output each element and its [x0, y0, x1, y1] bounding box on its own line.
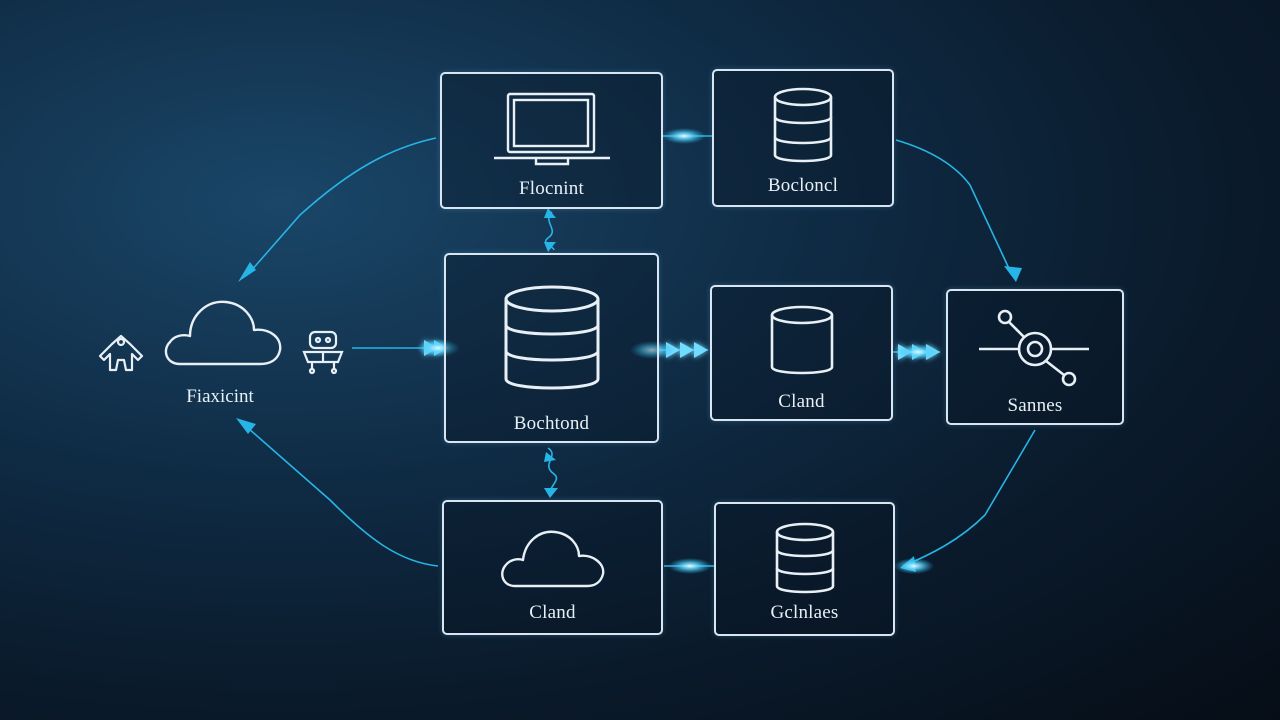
chevron-backend-cloud-2 — [680, 342, 694, 358]
services-label: Sannes — [1007, 395, 1063, 416]
backend-center-node[interactable]: Bochtond — [444, 253, 659, 443]
cloud-center-node[interactable]: Cland — [710, 285, 893, 421]
frontend-label: Flocnint — [519, 178, 584, 199]
glow-spot — [668, 558, 712, 574]
robot-icon — [298, 326, 348, 376]
monitor-icon — [442, 90, 661, 166]
arrowhead-cloud-bottom-up — [544, 488, 558, 498]
network-node-icon — [948, 305, 1122, 389]
backend-top-label: Bocloncl — [767, 175, 839, 196]
cylinder-icon — [712, 305, 891, 377]
arrowhead-client-bottom — [236, 418, 256, 434]
glow-spot — [416, 339, 460, 357]
services-node[interactable]: Sannes — [946, 289, 1124, 425]
arrowhead-backend-up — [544, 242, 556, 252]
backend-center-label: Bochtond — [513, 413, 590, 434]
arrowhead-client-top — [238, 262, 256, 282]
cloud-icon — [444, 526, 661, 590]
database-bottom-node[interactable]: Gclnlaes — [714, 502, 895, 636]
glow-spot — [662, 128, 706, 144]
chevron-backend-cloud-3 — [694, 342, 708, 358]
client-cluster-label: Fiaxicint — [186, 386, 254, 407]
connector-services-to-database — [902, 429, 1036, 567]
glow-spot — [898, 344, 938, 360]
cloud-bottom-node[interactable]: Cland — [442, 500, 663, 635]
database-icon — [446, 285, 657, 395]
cloud-bottom-label: Cland — [529, 602, 576, 623]
connector-backend-top-to-services — [895, 139, 1013, 276]
database-bottom-label: Gclnlaes — [770, 602, 839, 623]
glow-spot — [630, 341, 674, 359]
cloud-icon — [160, 294, 284, 368]
arrowhead-backend-down — [544, 452, 556, 462]
arrowhead-services-top — [1004, 266, 1022, 282]
arrowhead-frontend-down — [544, 208, 556, 218]
connector-frontend-to-client — [249, 137, 437, 273]
database-icon — [716, 522, 893, 596]
connector-cloud-to-client — [247, 427, 439, 567]
glow-spot — [894, 558, 934, 574]
frontend-node[interactable]: Flocnint — [440, 72, 663, 209]
database-icon — [714, 87, 892, 165]
cloud-center-label: Cland — [778, 391, 825, 412]
backend-top-node[interactable]: Bocloncl — [712, 69, 894, 207]
user-group-icon — [92, 330, 150, 378]
